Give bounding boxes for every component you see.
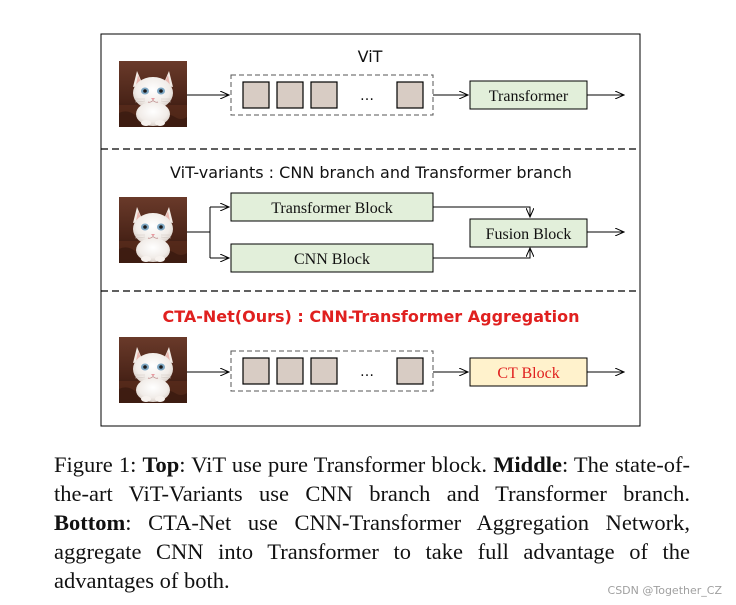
caption-middle-text: : The state-of-the-art ViT-Variants use … bbox=[54, 452, 690, 506]
arrow-transformer-block-to-fusion bbox=[433, 206, 530, 217]
token-sequence-top bbox=[230, 74, 434, 116]
transformer-block-label: Transformer Block bbox=[271, 200, 393, 217]
token-patch bbox=[276, 357, 304, 385]
caption-bottom-bold: Bottom bbox=[54, 510, 126, 535]
vit-variants-title: ViT-variants : CNN branch and Transforme… bbox=[170, 163, 572, 182]
token-patch bbox=[242, 357, 270, 385]
token-patch bbox=[396, 81, 424, 109]
fusion-block-label: Fusion Block bbox=[486, 226, 572, 243]
watermark: CSDN @Together_CZ bbox=[607, 584, 722, 597]
transformer-label: Transformer bbox=[489, 88, 569, 105]
kitten-image-bottom bbox=[118, 336, 188, 404]
figure-caption: Figure 1: Top: ViT use pure Transformer … bbox=[54, 450, 690, 595]
token-patch bbox=[242, 81, 270, 109]
transformer-block bbox=[469, 80, 588, 110]
ct-block bbox=[469, 357, 588, 387]
token-sequence-bottom bbox=[230, 350, 434, 392]
vit-title: ViT bbox=[358, 47, 383, 66]
transformer-block-branch bbox=[230, 192, 434, 222]
token-patch bbox=[276, 81, 304, 109]
token-patch bbox=[310, 81, 338, 109]
fusion-block bbox=[469, 218, 588, 248]
token-ellipsis-top: … bbox=[360, 88, 374, 104]
token-patch bbox=[310, 357, 338, 385]
caption-middle-bold: Middle bbox=[493, 452, 562, 477]
arrow-cnn-block-to-fusion bbox=[433, 248, 530, 259]
caption-bottom-text: : CTA-Net use CNN-Transformer Aggregatio… bbox=[54, 510, 690, 593]
token-patch bbox=[396, 357, 424, 385]
token-ellipsis-bottom: … bbox=[360, 364, 374, 380]
figure-frame bbox=[100, 33, 641, 427]
kitten-image-middle bbox=[118, 196, 188, 264]
cnn-block-label: CNN Block bbox=[294, 251, 370, 268]
ct-block-label: CT Block bbox=[497, 365, 559, 382]
cnn-block-branch bbox=[230, 243, 434, 273]
cta-net-title: CTA-Net(Ours) : CNN-Transformer Aggregat… bbox=[162, 307, 579, 326]
caption-figure-label: Figure 1: bbox=[54, 452, 143, 477]
kitten-image-top bbox=[118, 60, 188, 128]
caption-top-bold: Top bbox=[142, 452, 180, 477]
caption-top-text: : ViT use pure Transformer block. bbox=[179, 452, 494, 477]
